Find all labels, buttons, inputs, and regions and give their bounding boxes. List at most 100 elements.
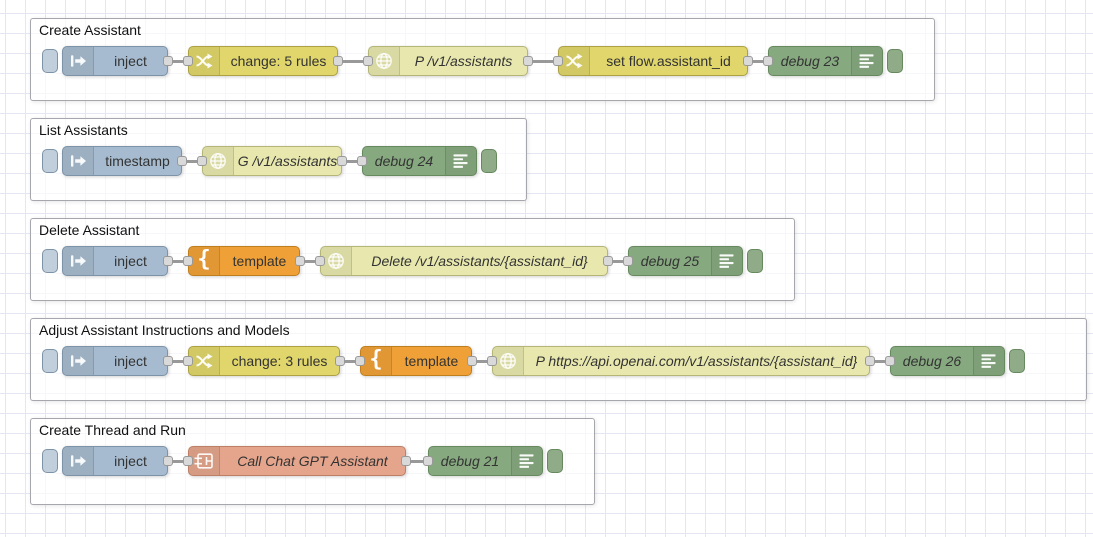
output-port[interactable] [467,356,477,366]
input-port[interactable] [423,456,433,466]
input-port[interactable] [623,256,633,266]
wire[interactable] [345,159,359,163]
node-label: change: 3 rules [231,353,328,369]
node-label: P https://api.openai.com/v1/assistants/{… [535,353,858,369]
globe-icon [493,347,524,375]
node-debug-21[interactable]: debug 21 [428,446,543,476]
wire[interactable] [171,259,185,263]
inject-button[interactable] [42,249,58,273]
output-port[interactable] [163,356,173,366]
wire[interactable] [171,359,185,363]
wire[interactable] [171,59,185,63]
node-debug-24[interactable]: debug 24 [362,146,477,176]
node-g-v1-assistants[interactable]: G /v1/assistants [202,146,342,176]
wire[interactable] [303,259,317,263]
node-timestamp[interactable]: timestamp [62,146,182,176]
wire[interactable] [611,259,625,263]
output-port[interactable] [743,56,753,66]
subflow-icon [189,447,220,475]
output-port[interactable] [177,156,187,166]
debug-toggle-button[interactable] [1009,349,1025,373]
node-label: inject [114,453,147,469]
debug-list-icon [973,347,1004,375]
wire[interactable] [185,159,199,163]
curly-brace-icon: { [361,347,392,375]
debug-toggle-button[interactable] [547,449,563,473]
wire[interactable] [343,359,357,363]
group-title: Create Thread and Run [39,422,186,438]
node-delete-v1-assistants-assistant-id[interactable]: Delete /v1/assistants/{assistant_id} [320,246,608,276]
globe-icon [321,247,352,275]
node-inject[interactable]: inject [62,346,168,376]
debug-list-icon [445,147,476,175]
group-title: Delete Assistant [39,222,140,238]
output-port[interactable] [401,456,411,466]
input-port[interactable] [885,356,895,366]
node-call-chat-gpt-assistant[interactable]: Call Chat GPT Assistant [188,446,406,476]
input-port[interactable] [487,356,497,366]
input-port[interactable] [183,456,193,466]
group-title: List Assistants [39,122,128,138]
debug-toggle-button[interactable] [747,249,763,273]
node-debug-23[interactable]: debug 23 [768,46,883,76]
input-port[interactable] [315,256,325,266]
debug-list-icon [711,247,742,275]
node-template[interactable]: {template [188,246,300,276]
node-label: debug 21 [440,453,500,469]
node-label: template [404,353,459,369]
debug-list-icon [851,47,882,75]
inject-button[interactable] [42,449,58,473]
input-port[interactable] [197,156,207,166]
output-port[interactable] [335,356,345,366]
inject-arrow-icon [63,147,94,175]
input-port[interactable] [183,356,193,366]
output-port[interactable] [333,56,343,66]
output-port[interactable] [163,256,173,266]
node-debug-26[interactable]: debug 26 [890,346,1005,376]
inject-button[interactable] [42,149,58,173]
inject-button[interactable] [42,349,58,373]
output-port[interactable] [295,256,305,266]
input-port[interactable] [357,156,367,166]
wire[interactable] [531,59,555,63]
debug-toggle-button[interactable] [887,49,903,73]
node-label: set flow.assistant_id [606,53,731,69]
input-port[interactable] [183,256,193,266]
node-change-5-rules[interactable]: change: 5 rules [188,46,338,76]
wire[interactable] [341,59,365,63]
node-p-https-api-openai-com-v1-assistants-assistant-id[interactable]: P https://api.openai.com/v1/assistants/{… [492,346,870,376]
wire[interactable] [751,59,765,63]
node-inject[interactable]: inject [62,446,168,476]
node-label: change: 5 rules [230,53,327,69]
input-port[interactable] [183,56,193,66]
input-port[interactable] [363,56,373,66]
output-port[interactable] [523,56,533,66]
output-port[interactable] [337,156,347,166]
output-port[interactable] [163,56,173,66]
input-port[interactable] [355,356,365,366]
inject-button[interactable] [42,49,58,73]
node-inject[interactable]: inject [62,246,168,276]
wire[interactable] [171,459,185,463]
node-inject[interactable]: inject [62,46,168,76]
node-label: inject [114,253,147,269]
input-port[interactable] [553,56,563,66]
node-label: inject [114,53,147,69]
debug-toggle-button[interactable] [481,149,497,173]
node-template[interactable]: { template [360,346,472,376]
wire[interactable] [475,359,489,363]
inject-arrow-icon [63,347,94,375]
node-p-v1-assistants[interactable]: P /v1/assistants [368,46,528,76]
node-label: P /v1/assistants [414,53,513,69]
output-port[interactable] [865,356,875,366]
wire[interactable] [873,359,887,363]
node-debug-25[interactable]: debug 25 [628,246,743,276]
wire[interactable] [409,459,425,463]
node-set-flow-assistant-id[interactable]: set flow.assistant_id [558,46,748,76]
output-port[interactable] [163,456,173,466]
node-change-3-rules[interactable]: change: 3 rules [188,346,340,376]
output-port[interactable] [603,256,613,266]
inject-arrow-icon [63,247,94,275]
input-port[interactable] [763,56,773,66]
